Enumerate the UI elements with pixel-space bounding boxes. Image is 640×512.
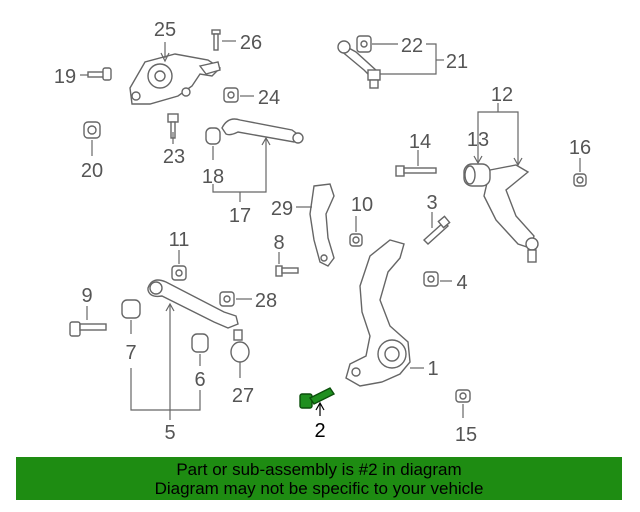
- part-3-drawing[interactable]: [422, 215, 451, 245]
- callout-13[interactable]: 13: [467, 129, 489, 151]
- callout-27[interactable]: 27: [232, 385, 254, 407]
- callout-6[interactable]: 6: [194, 369, 205, 391]
- callout-14[interactable]: 14: [409, 131, 431, 153]
- part-29-drawing[interactable]: [309, 183, 335, 267]
- exploded-parts-diagram: 25 26 19 24 22 21 12 13 14 16 20 23 18 1…: [54, 19, 591, 446]
- callout-16[interactable]: 16: [569, 137, 591, 159]
- part-22-drawing[interactable]: [356, 35, 372, 53]
- callout-21[interactable]: 21: [446, 51, 468, 73]
- part-27-drawing[interactable]: [230, 329, 250, 363]
- arrow-2: [315, 401, 325, 411]
- part-26-drawing[interactable]: [211, 29, 221, 51]
- callout-1[interactable]: 1: [427, 358, 438, 380]
- part-1-drawing[interactable]: [345, 239, 411, 387]
- callout-10[interactable]: 10: [351, 194, 373, 216]
- callout-3[interactable]: 3: [426, 192, 437, 214]
- callout-8[interactable]: 8: [273, 232, 284, 254]
- part-10-drawing[interactable]: [349, 233, 363, 247]
- part-7-drawing[interactable]: [121, 299, 141, 319]
- callout-25[interactable]: 25: [154, 19, 176, 41]
- callout-4[interactable]: 4: [456, 272, 467, 294]
- callout-19[interactable]: 19: [54, 66, 76, 88]
- callout-20[interactable]: 20: [81, 160, 103, 182]
- callout-15[interactable]: 15: [455, 424, 477, 446]
- callout-9[interactable]: 9: [81, 285, 92, 307]
- bracket-21: [380, 43, 437, 75]
- banner-line-part-notice: Part or sub-assembly is #2 in diagram: [176, 459, 462, 479]
- part-16-drawing[interactable]: [573, 173, 587, 187]
- callout-23[interactable]: 23: [163, 146, 185, 168]
- callout-5[interactable]: 5: [164, 422, 175, 444]
- part-11-drawing[interactable]: [171, 265, 187, 281]
- part-28-drawing[interactable]: [219, 291, 235, 307]
- callout-24[interactable]: 24: [258, 87, 280, 109]
- arrow-17: [261, 136, 271, 146]
- callout-22[interactable]: 22: [401, 35, 423, 57]
- part-17-drawing[interactable]: [221, 118, 304, 144]
- part-23-drawing[interactable]: [167, 113, 179, 139]
- part-24-drawing[interactable]: [223, 87, 239, 103]
- callout-12[interactable]: 12: [491, 84, 513, 106]
- part-19-drawing[interactable]: [87, 67, 112, 81]
- callout-2-highlighted[interactable]: 2: [314, 420, 325, 442]
- arrow-25: [160, 52, 170, 63]
- callout-18[interactable]: 18: [202, 166, 224, 188]
- part-18-drawing[interactable]: [205, 127, 221, 145]
- part-25-drawing[interactable]: [129, 53, 222, 105]
- part-8-drawing[interactable]: [275, 265, 299, 277]
- part-13-drawing[interactable]: [463, 163, 491, 187]
- part-12-drawing[interactable]: [483, 164, 539, 263]
- callout-28[interactable]: 28: [255, 290, 277, 312]
- callout-7[interactable]: 7: [125, 342, 136, 364]
- part-21-drawing[interactable]: [337, 40, 381, 89]
- part-20-drawing[interactable]: [83, 121, 101, 139]
- callout-17[interactable]: 17: [229, 205, 251, 227]
- part-2-drawing-highlighted[interactable]: [299, 387, 336, 409]
- bracket-5: [130, 368, 201, 411]
- callout-29[interactable]: 29: [271, 198, 293, 220]
- part-15-drawing[interactable]: [455, 389, 471, 403]
- arrow-12: [513, 157, 523, 167]
- arrow-13: [473, 155, 483, 165]
- callout-11[interactable]: 11: [169, 229, 190, 251]
- arrow-5: [165, 302, 175, 312]
- part-14-drawing[interactable]: [395, 165, 437, 177]
- part-4-drawing[interactable]: [423, 271, 439, 287]
- banner-line-disclaimer: Diagram may not be specific to your vehi…: [154, 478, 484, 498]
- callout-26[interactable]: 26: [240, 32, 262, 54]
- part-6-drawing[interactable]: [191, 333, 209, 353]
- highlight-notice-banner: Part or sub-assembly is #2 in diagram Di…: [16, 457, 622, 500]
- part-9-drawing[interactable]: [69, 321, 107, 337]
- part-5-drawing[interactable]: [147, 279, 239, 329]
